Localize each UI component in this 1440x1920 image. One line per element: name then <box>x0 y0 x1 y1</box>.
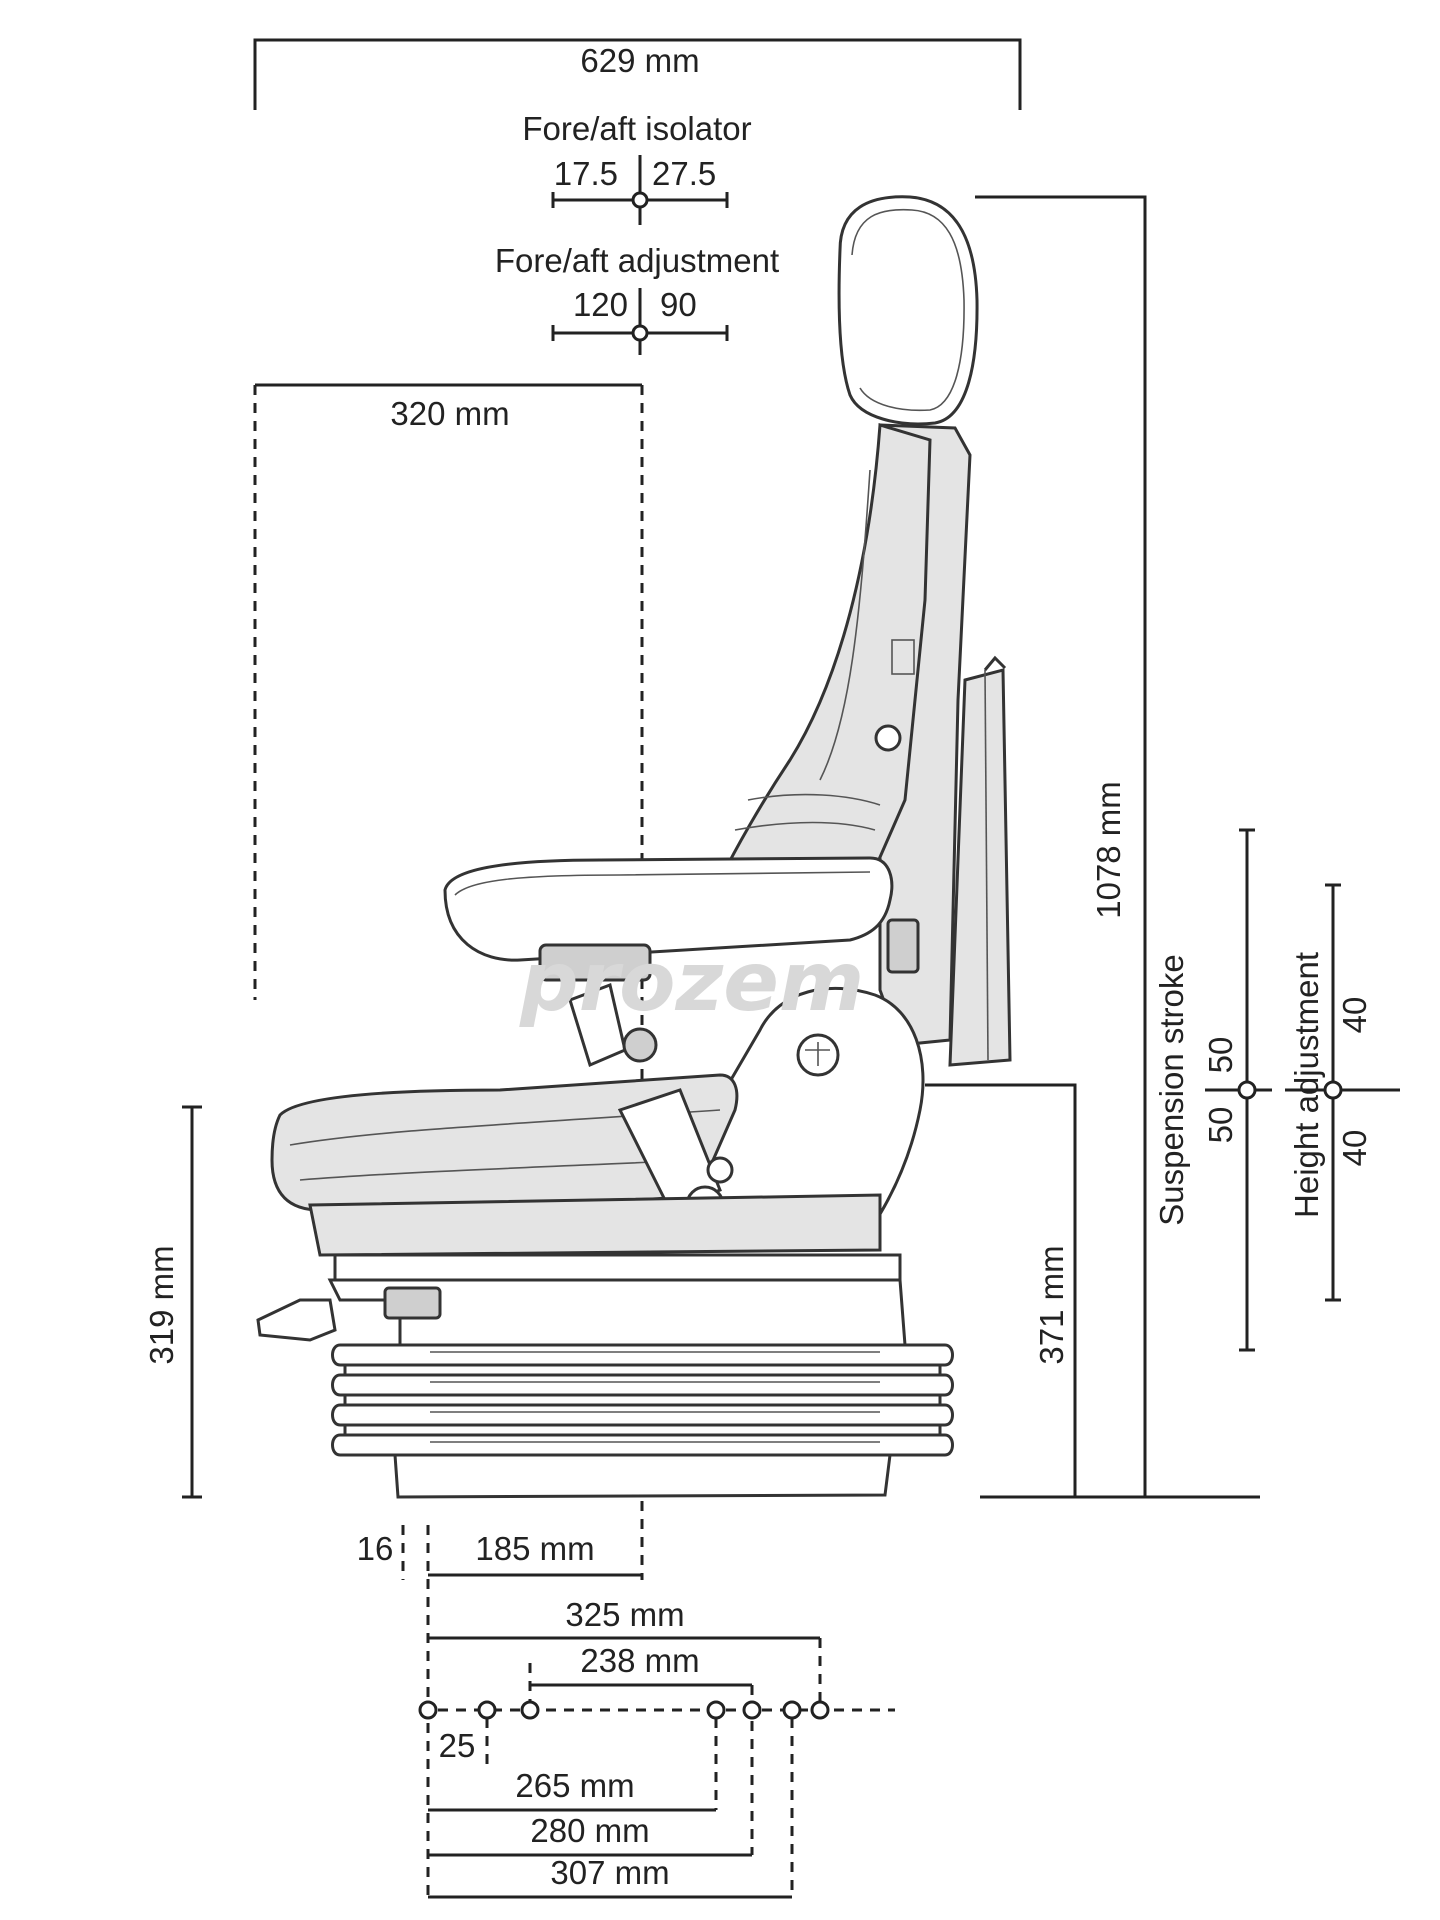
adjustment-left-value: 120 <box>573 286 628 323</box>
fore-aft-isolator-indicator: Fore/aft isolator 17.5 27.5 <box>522 110 752 225</box>
hole-265-label: 265 mm <box>515 1767 634 1804</box>
armrest-depth-dimension: 320 mm <box>253 383 644 1580</box>
suspension-up-value: 50 <box>1202 1037 1239 1074</box>
overall-width-label: 629 mm <box>580 42 699 79</box>
hole-238-label: 238 mm <box>580 1642 699 1679</box>
hole-25-label: 25 <box>439 1727 476 1764</box>
height-adjustment-title: Height adjustment <box>1288 952 1325 1218</box>
fore-aft-handle <box>256 1298 337 1342</box>
seat-height-dimension: 371 mm <box>925 1083 1077 1497</box>
seat-height-label: 371 mm <box>1033 1245 1070 1364</box>
overall-width-dimension: 629 mm <box>253 38 1022 110</box>
adjustment-right-value: 90 <box>660 286 697 323</box>
fore-aft-adjustment-title: Fore/aft adjustment <box>495 242 779 279</box>
side-control-panel <box>948 668 1012 1067</box>
base-plate <box>393 1453 892 1499</box>
backrest-cushion <box>718 423 932 882</box>
mount-hole <box>418 1700 438 1720</box>
mounting-hole-dimensions: 16 185 mm 325 mm 238 mm 25 265 mm 280 mm <box>357 1525 895 1900</box>
hole-280-label: 280 mm <box>530 1812 649 1849</box>
mount-hole <box>520 1700 540 1720</box>
height-up-value: 40 <box>1336 997 1373 1034</box>
mount-hole <box>477 1700 497 1720</box>
base-height-label: 319 mm <box>143 1245 180 1364</box>
height-down-value: 40 <box>1336 1130 1373 1167</box>
hole-325-label: 325 mm <box>565 1596 684 1633</box>
fore-aft-adjustment-indicator: Fore/aft adjustment 120 90 <box>495 242 779 355</box>
base-height-dimension: 319 mm <box>143 1105 202 1499</box>
seat-illustration <box>256 195 1012 1499</box>
hole-307-label: 307 mm <box>550 1854 669 1891</box>
overall-height-dimension: 1078 mm <box>975 195 1260 1499</box>
suspension-stroke-title: Suspension stroke <box>1153 954 1190 1226</box>
isolator-left-value: 17.5 <box>554 155 618 192</box>
mount-hole <box>706 1700 726 1720</box>
offset-185-label: 185 mm <box>475 1530 594 1567</box>
suspension-down-value: 50 <box>1202 1107 1239 1144</box>
suspension-bellows <box>331 1343 954 1457</box>
mount-hole <box>782 1700 802 1720</box>
suspension-stroke-indicator: Suspension stroke 50 50 <box>1153 828 1272 1352</box>
mount-hole <box>810 1700 830 1720</box>
headrest <box>837 195 979 426</box>
isolator-right-value: 27.5 <box>652 155 716 192</box>
pivot-housing <box>688 987 925 1242</box>
armrest <box>443 856 894 962</box>
watermark: prozem <box>519 935 864 1030</box>
seat-rail <box>308 1193 882 1257</box>
mount-hole <box>742 1700 762 1720</box>
overall-height-label: 1078 mm <box>1090 781 1127 919</box>
offset-16-label: 16 <box>357 1530 394 1567</box>
height-adjustment-indicator: Height adjustment 40 40 <box>1285 883 1400 1302</box>
armrest-depth-label: 320 mm <box>390 395 509 432</box>
fore-aft-isolator-title: Fore/aft isolator <box>522 110 751 147</box>
